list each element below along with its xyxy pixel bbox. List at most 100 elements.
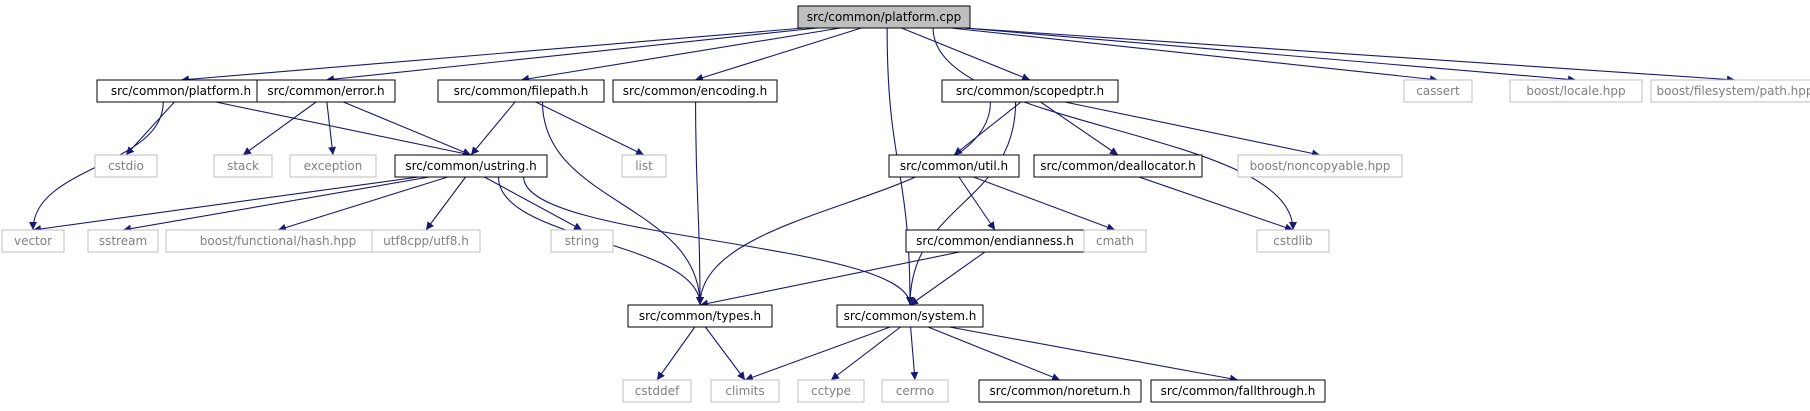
include-edge-error_h-to-exception: [326, 101, 337, 156]
node-label: src/common/noreturn.h: [990, 384, 1131, 398]
node-box: [1509, 79, 1643, 103]
node-encoding-h[interactable]: src/common/encoding.h: [612, 79, 778, 103]
include-edge-scopedptr_h-to-util_h: [953, 101, 1022, 156]
node-box: [941, 79, 1119, 103]
node-label: list: [635, 159, 653, 173]
include-edge-platform_cpp-to-platform_h: [180, 27, 805, 84]
include-edge-platform_cpp-to-cassert: [950, 27, 1439, 84]
node-climits: climits: [710, 379, 780, 403]
node-fs-path-hpp: boost/filesystem/path.hpp: [1650, 79, 1810, 103]
node-noncopyable-hpp: boost/noncopyable.hpp: [1237, 154, 1403, 178]
node-box: [371, 229, 481, 253]
node-box: [213, 154, 273, 178]
include-edge-platform_cpp-to-scopedptr_h: [901, 27, 1031, 81]
include-edge-system_h-to-climits: [744, 326, 891, 382]
include-edge-types_h-to-climits: [704, 326, 746, 381]
node-cstdlib: cstdlib: [1256, 229, 1330, 253]
node-label: string: [565, 234, 599, 248]
node-string: string: [550, 229, 614, 253]
node-types-h[interactable]: src/common/types.h: [627, 304, 773, 328]
include-edge-ustring_h-to-vector: [32, 176, 419, 233]
include-edge-platform_cpp-to-filepath_h: [520, 27, 841, 83]
node-fallthrough-h[interactable]: src/common/fallthrough.h: [1150, 379, 1326, 403]
node-box: [394, 154, 548, 178]
node-endianness-h[interactable]: src/common/endianness.h: [905, 229, 1085, 253]
node-box: [836, 304, 984, 328]
include-edge-system_h-to-noreturn_h: [927, 326, 1061, 381]
node-box: [256, 79, 396, 103]
node-box: [797, 5, 971, 29]
node-label: src/common/encoding.h: [623, 84, 767, 98]
node-scopedptr-h[interactable]: src/common/scopedptr.h: [941, 79, 1119, 103]
node-label: exception: [304, 159, 363, 173]
node-label: sstream: [99, 234, 147, 248]
node-box: [797, 379, 865, 403]
node-system-h[interactable]: src/common/system.h: [836, 304, 984, 328]
node-box: [1033, 154, 1203, 178]
include-edge-platform_cpp-to-locale_hpp: [963, 27, 1577, 84]
node-filepath-h[interactable]: src/common/filepath.h: [437, 79, 605, 103]
node-label: stack: [227, 159, 259, 173]
node-locale-hpp: boost/locale.hpp: [1509, 79, 1643, 103]
node-label: src/common/filepath.h: [454, 84, 589, 98]
include-edge-ustring_h-to-utf8_h: [425, 176, 467, 231]
node-label: src/common/ustring.h: [405, 159, 536, 173]
node-cmath: cmath: [1083, 229, 1147, 253]
include-edge-system_h-to-cerrno: [910, 326, 919, 381]
node-box: [1083, 229, 1147, 253]
node-label: utf8cpp/utf8.h: [383, 234, 469, 248]
node-util-h[interactable]: src/common/util.h: [888, 154, 1020, 178]
nodes-layer: src/common/platform.cpp src/common/platfo…: [1, 5, 1810, 403]
include-edge-ustring_h-to-functional_hash: [277, 176, 449, 232]
node-box: [1, 229, 65, 253]
node-functional-hash: boost/functional/hash.hpp: [165, 229, 391, 253]
node-platform-h[interactable]: src/common/platform.h: [96, 79, 266, 103]
node-exception: exception: [289, 154, 377, 178]
node-label: src/common/scopedptr.h: [956, 84, 1104, 98]
node-box: [437, 79, 605, 103]
node-label: src/common/error.h: [267, 84, 384, 98]
include-edge-endianness_h-to-types_h: [699, 251, 960, 308]
node-label: climits: [725, 384, 764, 398]
node-label: src/common/types.h: [639, 309, 761, 323]
node-ustring-h[interactable]: src/common/ustring.h: [394, 154, 548, 178]
include-edge-ustring_h-to-sstream: [122, 176, 430, 233]
node-label: src/common/platform.h: [111, 84, 251, 98]
node-label: cassert: [1416, 84, 1460, 98]
node-error-h[interactable]: src/common/error.h: [256, 79, 396, 103]
node-box: [621, 154, 667, 178]
include-edge-platform_cpp-to-cstdlib: [932, 27, 1297, 231]
node-deallocator-h[interactable]: src/common/deallocator.h: [1033, 154, 1203, 178]
node-label: src/common/util.h: [900, 159, 1008, 173]
node-label: src/common/fallthrough.h: [1161, 384, 1316, 398]
include-edge-filepath_h-to-types_h: [541, 101, 704, 306]
include-edge-util_h-to-cmath: [973, 176, 1116, 231]
node-label: cstdlib: [1273, 234, 1312, 248]
node-box: [612, 79, 778, 103]
node-label: src/common/deallocator.h: [1040, 159, 1195, 173]
node-box: [1650, 79, 1810, 103]
node-cerrno: cerrno: [881, 379, 949, 403]
include-edge-filepath_h-to-ustring_h: [470, 101, 516, 156]
node-platform-cpp[interactable]: src/common/platform.cpp: [797, 5, 971, 29]
node-label: src/common/endianness.h: [916, 234, 1074, 248]
include-edge-platform_h-to-cstdio: [125, 101, 175, 156]
include-edge-platform_cpp-to-encoding_h: [694, 27, 862, 82]
node-cstdio: cstdio: [94, 154, 158, 178]
node-box: [289, 154, 377, 178]
include-edge-encoding_h-to-types_h: [695, 101, 704, 306]
node-noreturn-h[interactable]: src/common/noreturn.h: [978, 379, 1142, 403]
node-list: list: [621, 154, 667, 178]
include-edge-platform_h-to-ustring_h: [215, 101, 472, 158]
node-label: boost/filesystem/path.hpp: [1657, 84, 1810, 98]
node-sstream: sstream: [87, 229, 159, 253]
include-edge-error_h-to-ustring_h: [343, 101, 472, 156]
include-edge-error_h-to-stack: [242, 101, 317, 156]
node-stack: stack: [213, 154, 273, 178]
node-box: [978, 379, 1142, 403]
include-edge-platform_cpp-to-error_h: [325, 27, 818, 84]
node-label: cmath: [1096, 234, 1134, 248]
include-edge-scopedptr_h-to-system_h: [906, 101, 1017, 306]
include-edge-filepath_h-to-list: [535, 101, 645, 156]
node-label: cerrno: [896, 384, 934, 398]
